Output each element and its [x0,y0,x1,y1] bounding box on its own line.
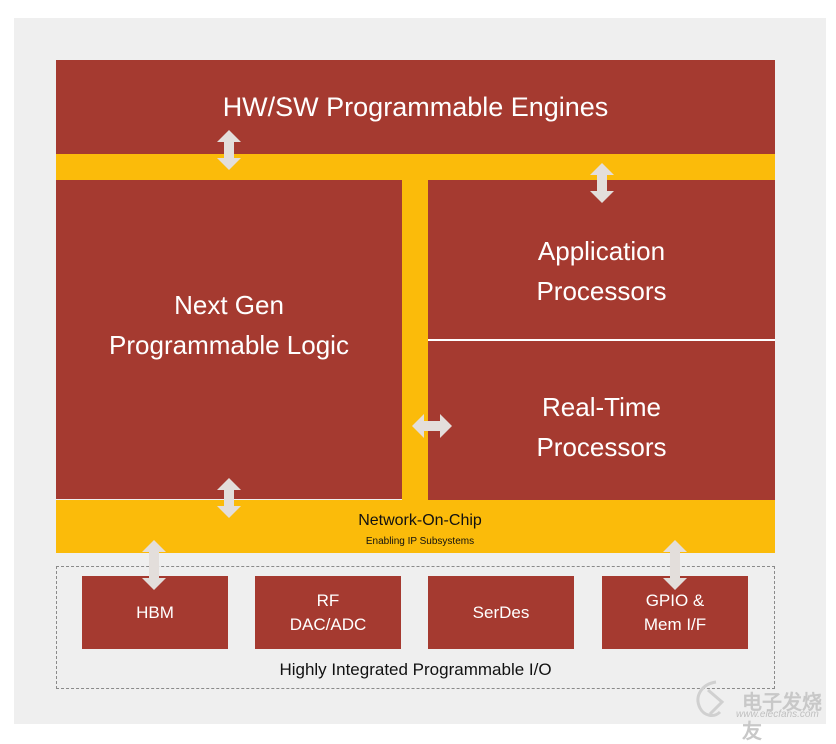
processor-divider [428,339,775,341]
rt-label-line2: Processors [536,431,667,462]
watermark-logo-icon [696,680,725,717]
io-block-label-2: Mem I/F [643,614,707,634]
io-block-label-2: DAC/ADC [289,614,367,634]
logic-label-line2: Programmable Logic [109,329,349,360]
arrow-app-bus-icon [590,163,614,203]
io-block-rf: RF DAC/ADC [255,576,401,649]
vertical-bus [402,180,428,500]
app-label-line1: Application [537,235,666,266]
engines-block: HW/SW Programmable Engines [56,60,775,154]
arrow-logic-noc-icon [217,478,241,518]
top-bus [56,154,775,180]
io-block-label: GPIO & [645,590,705,610]
io-block-label: SerDes [472,602,530,622]
arrow-noc-gpio-icon [663,540,687,590]
arrow-noc-hbm-icon [142,540,166,590]
rt-label-line1: Real-Time [542,391,661,422]
arrow-engines-logic-icon [217,130,241,170]
app-label-line2: Processors [536,275,667,306]
watermark-url: www.elecfans.com [736,709,819,720]
noc-subtitle: Enabling IP Subsystems [365,536,475,547]
noc-title: Network-On-Chip [358,512,482,529]
application-processors-block: Application Processors [428,180,775,339]
engines-label: HW/SW Programmable Engines [222,92,609,122]
programmable-logic-block: Next Gen Programmable Logic [56,180,402,499]
realtime-processors-block: Real-Time Processors [428,341,775,500]
arrow-bus-realtime-icon [412,414,452,438]
io-block-label: RF [316,590,340,610]
io-container [56,566,775,689]
io-label: Highly Integrated Programmable I/O [279,660,552,679]
logic-label-line1: Next Gen [174,289,284,320]
io-block-serdes: SerDes [428,576,574,649]
io-block-label: HBM [136,602,174,622]
network-on-chip-bus [56,500,775,553]
